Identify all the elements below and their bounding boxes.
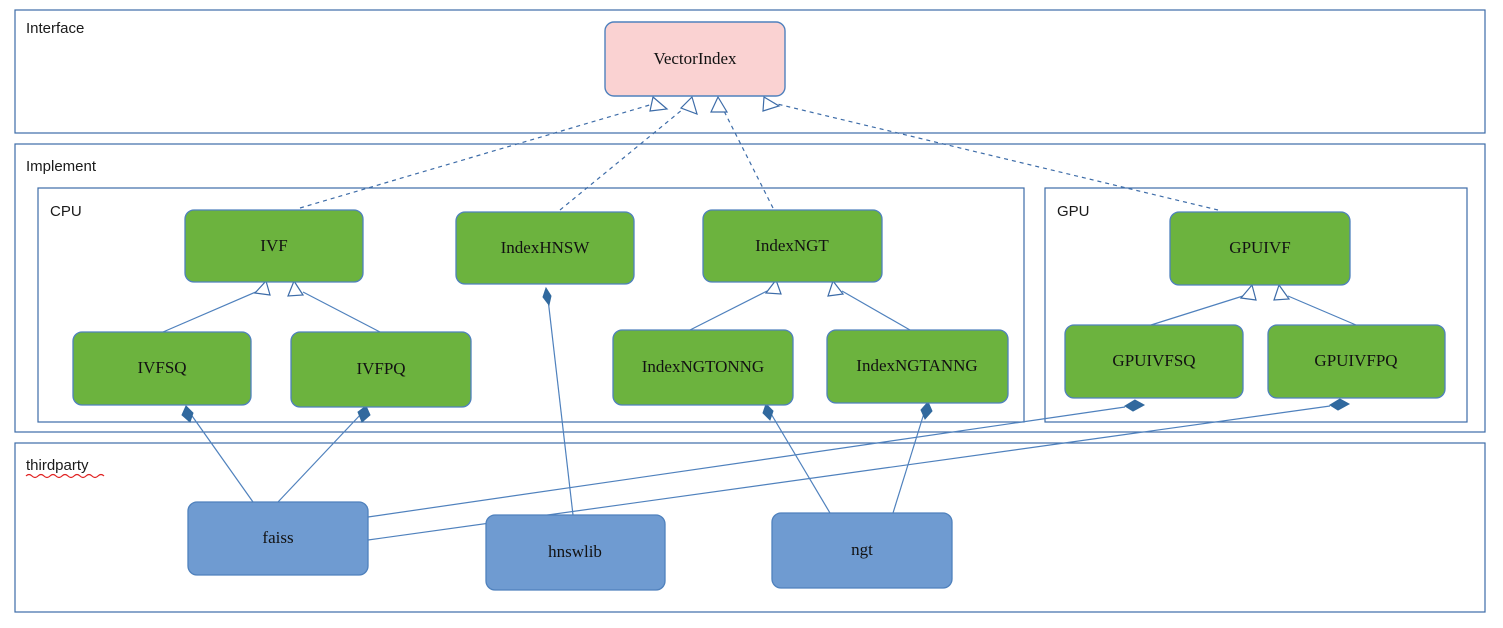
composition-diamond-icon — [1329, 398, 1351, 411]
group-cpu-label: CPU — [50, 203, 82, 220]
edge-line — [277, 412, 363, 503]
node-indexhnsw-label: IndexHNSW — [501, 238, 591, 257]
edge-ngt-to-indexngtanng — [892, 401, 933, 514]
node-ngt-label: ngt — [851, 540, 873, 559]
edge-indexngtanng-to-indexngt — [827, 279, 911, 331]
node-vectorindex-rect[interactable] — [604, 21, 786, 97]
node-ngt-rect[interactable] — [771, 512, 953, 589]
node-indexngtanng[interactable]: IndexNGTANNG — [826, 329, 1009, 404]
group-gpu-label: GPU — [1057, 203, 1090, 220]
edge-line — [559, 104, 689, 211]
composition-diamond-icon — [181, 405, 194, 423]
realization-arrowhead-icon — [679, 95, 698, 115]
edge-indexngtonng-to-indexngt — [689, 278, 782, 331]
node-ivfsq-rect[interactable] — [72, 331, 252, 406]
generalization-arrowhead-icon — [1273, 283, 1291, 301]
edge-ivfpq-to-ivf — [287, 279, 381, 333]
node-ivf-label: IVF — [260, 236, 287, 255]
node-vectorindex[interactable]: VectorIndex — [604, 21, 786, 97]
node-ivfpq-rect[interactable] — [290, 331, 472, 408]
composition-diamond-icon — [357, 405, 371, 423]
generalization-arrowhead-icon — [287, 279, 305, 297]
node-ivfpq-label: IVFPQ — [356, 359, 405, 378]
edge-ngt-to-indexngtonng — [762, 403, 831, 514]
realization-arrowhead-icon — [710, 95, 729, 113]
node-gpuivf-label: GPUIVF — [1229, 238, 1290, 257]
node-gpuivf[interactable]: GPUIVF — [1169, 211, 1351, 286]
edge-gpuivfsq-to-gpuivf — [1150, 283, 1257, 326]
composition-diamond-icon — [542, 286, 552, 307]
group-thirdparty-label: thirdparty — [26, 457, 89, 474]
realization-arrowhead-icon — [649, 95, 669, 112]
edge-line — [299, 103, 654, 209]
group-implement-label: Implement — [26, 158, 97, 175]
generalization-arrowhead-icon — [764, 278, 782, 295]
node-faiss-rect[interactable] — [187, 501, 369, 576]
edge-line — [189, 412, 254, 503]
node-ivf-rect[interactable] — [184, 209, 364, 283]
edge-line — [367, 406, 1126, 518]
spellcheck-underline-icon — [25, 473, 105, 479]
edge-line — [1150, 295, 1244, 326]
node-gpuivfpq[interactable]: GPUIVFPQ — [1267, 324, 1446, 399]
generalization-arrowhead-icon — [1239, 283, 1257, 301]
node-indexngt-rect[interactable] — [702, 209, 883, 283]
node-faiss[interactable]: faiss — [187, 501, 369, 576]
generalization-arrowhead-icon — [827, 279, 845, 297]
node-indexngtanng-label: IndexNGTANNG — [856, 356, 977, 375]
node-gpuivfsq[interactable]: GPUIVFSQ — [1064, 324, 1244, 399]
node-indexngt[interactable]: IndexNGT — [702, 209, 883, 283]
node-ivfsq-label: IVFSQ — [137, 358, 186, 377]
group-interface-label: Interface — [26, 20, 84, 37]
node-ivf[interactable]: IVF — [184, 209, 364, 283]
edge-line — [769, 411, 831, 514]
edge-line — [721, 106, 774, 209]
composition-diamond-icon — [762, 403, 774, 421]
node-ngt[interactable]: ngt — [771, 512, 953, 589]
edge-hnswlib-to-indexhnsw — [542, 286, 574, 516]
edge-ivf-to-vectorindex — [299, 95, 669, 209]
edge-faiss-to-ivfsq — [181, 405, 254, 503]
edge-line — [841, 290, 911, 331]
edge-line — [689, 290, 768, 331]
edge-faiss-to-ivfpq — [277, 405, 371, 503]
node-indexhnsw[interactable]: IndexHNSW — [455, 211, 635, 285]
edge-gpuivf-to-vectorindex — [762, 95, 1219, 211]
node-faiss-label: faiss — [262, 528, 293, 547]
node-gpuivfsq-rect[interactable] — [1064, 324, 1244, 399]
edge-line — [547, 298, 574, 516]
node-indexngtonng-label: IndexNGTONNG — [642, 357, 764, 376]
node-indexngtonng[interactable]: IndexNGTONNG — [612, 329, 794, 406]
edge-line — [892, 409, 926, 514]
edge-ivfsq-to-ivf — [162, 279, 271, 333]
generalization-arrowhead-icon — [253, 279, 271, 296]
composition-diamond-icon — [920, 401, 933, 420]
node-gpuivfsq-label: GPUIVFSQ — [1112, 351, 1195, 370]
node-indexngtonng-rect[interactable] — [612, 329, 794, 406]
node-indexngtanng-rect[interactable] — [826, 329, 1009, 404]
node-indexngt-label: IndexNGT — [755, 236, 829, 255]
edge-indexhnsw-to-vectorindex — [559, 95, 698, 211]
node-ivfsq[interactable]: IVFSQ — [72, 331, 252, 406]
edge-indexngt-to-vectorindex — [710, 95, 774, 209]
node-hnswlib[interactable]: hnswlib — [485, 514, 666, 591]
node-gpuivfpq-label: GPUIVFPQ — [1314, 351, 1397, 370]
edge-line — [302, 291, 381, 333]
edge-faiss-to-gpuivfsq — [367, 399, 1146, 518]
realization-arrowhead-icon — [762, 95, 781, 112]
edge-line — [162, 290, 259, 333]
node-gpuivfpq-rect[interactable] — [1267, 324, 1446, 399]
composition-diamond-icon — [1124, 399, 1146, 412]
edge-line — [1287, 295, 1357, 326]
node-indexhnsw-rect[interactable] — [455, 211, 635, 285]
node-gpuivf-rect[interactable] — [1169, 211, 1351, 286]
node-ivfpq[interactable]: IVFPQ — [290, 331, 472, 408]
node-vectorindex-label: VectorIndex — [653, 49, 737, 68]
node-hnswlib-rect[interactable] — [485, 514, 666, 591]
node-hnswlib-label: hnswlib — [548, 542, 602, 561]
edge-gpuivfpq-to-gpuivf — [1273, 283, 1357, 326]
